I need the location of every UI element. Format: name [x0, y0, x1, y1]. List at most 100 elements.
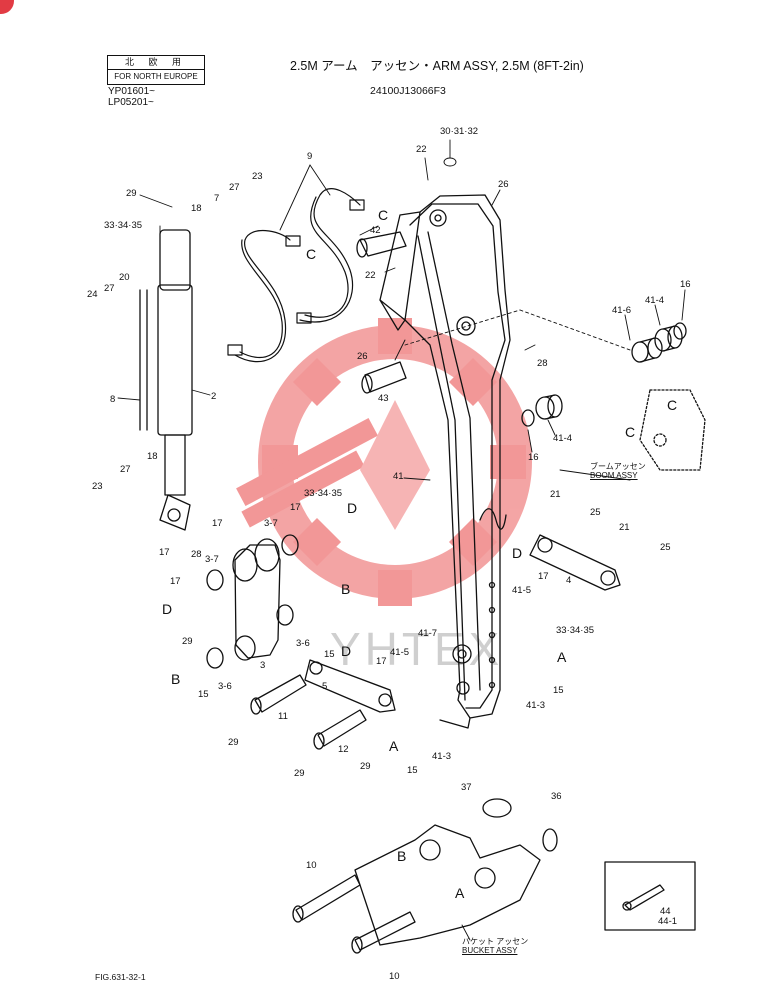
- arm-cylinder: [139, 229, 193, 531]
- pin-12: [313, 709, 367, 750]
- callout-37: 37: [461, 782, 472, 793]
- ref-c: C: [378, 207, 389, 223]
- ref-d: D: [347, 500, 358, 516]
- arm-body: [379, 194, 511, 729]
- bucket-assy-en: BUCKET ASSY: [462, 946, 518, 955]
- ref-a: A: [455, 885, 465, 901]
- callout-27: 27: [229, 182, 240, 193]
- region-box: 北 欧 用 FOR NORTH EUROPE: [107, 55, 205, 85]
- ref-c: C: [625, 424, 636, 440]
- callout-41-3: 41-3: [432, 751, 452, 762]
- leader-lines: [117, 139, 686, 941]
- callout-12: 12: [338, 744, 349, 755]
- callout-21: 21: [619, 522, 630, 533]
- bucket-fragment: [292, 798, 558, 954]
- link-3: [206, 534, 299, 669]
- ref-d: D: [341, 643, 352, 659]
- callout-8: 8: [110, 394, 116, 405]
- callout-18: 18: [191, 203, 202, 214]
- callout-29: 29: [182, 636, 193, 647]
- pin-11: [250, 674, 307, 715]
- callout-27: 27: [120, 464, 131, 475]
- callout-3: 3: [260, 660, 266, 671]
- callout-29: 29: [228, 737, 239, 748]
- ref-a: A: [557, 649, 567, 665]
- link-5: [304, 659, 396, 713]
- callout-3-6: 3-6: [296, 638, 310, 649]
- figure-ref: FIG.631-32-1: [95, 972, 146, 982]
- callout-27: 27: [104, 283, 115, 294]
- callout-44-1: 44-1: [658, 916, 678, 927]
- callout-42: 42: [370, 225, 381, 236]
- boom-assy-fragment: [639, 389, 706, 471]
- callout-29: 29: [360, 761, 371, 772]
- callout-23: 23: [252, 171, 263, 182]
- hydraulic-hoses: [227, 188, 365, 363]
- inset-box: [604, 861, 696, 931]
- pin-43: [361, 361, 407, 394]
- region-en: FOR NORTH EUROPE: [114, 72, 198, 81]
- boom-assy-en: BOOM ASSY: [590, 471, 638, 480]
- callout-17: 17: [159, 547, 170, 558]
- callout-15: 15: [407, 765, 418, 776]
- serial-1: YP01601~: [108, 86, 155, 97]
- callout-36: 36: [551, 791, 562, 802]
- callout-41: 41: [393, 471, 404, 482]
- callout-17: 17: [376, 656, 387, 667]
- page-title: 2.5M アーム アッセン・ARM ASSY, 2.5M (8FT-2in): [290, 59, 584, 73]
- callout-33-34-35: 33·34·35: [556, 625, 595, 636]
- ref-b: B: [171, 671, 181, 687]
- callout-21: 21: [550, 489, 561, 500]
- callout-26: 26: [357, 351, 368, 362]
- callout-16: 16: [680, 279, 691, 290]
- callout-7: 7: [214, 193, 220, 204]
- watermark-logo: [236, 318, 532, 606]
- callout-4: 4: [566, 575, 572, 586]
- boom-assy-jp: ブームアッセン: [590, 462, 646, 471]
- callout-29: 29: [126, 188, 137, 199]
- callout-10: 10: [389, 971, 400, 982]
- callout-2: 2: [211, 391, 217, 402]
- serial-numbers: YP01601~ LP05201~: [108, 86, 155, 108]
- callout-30-31-32: 30·31·32: [440, 126, 479, 137]
- serial-2: LP05201~: [108, 97, 154, 108]
- callout-33-34-35: 33·34·35: [104, 220, 143, 231]
- callout-20: 20: [119, 272, 130, 283]
- callout-44: 44: [660, 906, 671, 917]
- callout-3-6: 3-6: [218, 681, 232, 692]
- callout-15: 15: [198, 689, 209, 700]
- ref-d: D: [162, 601, 173, 617]
- callout-33-34-35: 33·34·35: [304, 488, 343, 499]
- ref-c: C: [667, 397, 678, 413]
- callout-29: 29: [294, 768, 305, 779]
- link-4: [529, 534, 621, 591]
- callout-28: 28: [191, 549, 202, 560]
- callout-3-7: 3-7: [264, 518, 278, 529]
- callout-22: 22: [365, 270, 376, 281]
- callout-41-5: 41-5: [390, 647, 410, 658]
- callout-41-6: 41-6: [612, 305, 632, 316]
- ref-a: A: [389, 738, 399, 754]
- callout-41-3: 41-3: [526, 700, 546, 711]
- boom-assy-label: ブームアッセン BOOM ASSY: [590, 462, 646, 480]
- callout-28: 28: [537, 358, 548, 369]
- callout-43: 43: [378, 393, 389, 404]
- region-jp: 北 欧 用: [108, 56, 204, 70]
- pin-42: [356, 231, 407, 258]
- callout-26: 26: [498, 179, 509, 190]
- callout-5: 5: [322, 681, 328, 692]
- bucket-assy-jp: バケット アッセン: [462, 937, 529, 946]
- callout-18: 18: [147, 451, 158, 462]
- callout-25: 25: [590, 507, 601, 518]
- callout-41-7: 41-7: [418, 628, 438, 639]
- callout-16: 16: [528, 452, 539, 463]
- bushings-41: [521, 322, 687, 427]
- ref-c: C: [306, 246, 317, 262]
- callout-9: 9: [307, 151, 313, 162]
- ref-b: B: [397, 848, 407, 864]
- callout-3-7: 3-7: [205, 554, 219, 565]
- callout-23: 23: [92, 481, 103, 492]
- callout-11: 11: [278, 711, 288, 722]
